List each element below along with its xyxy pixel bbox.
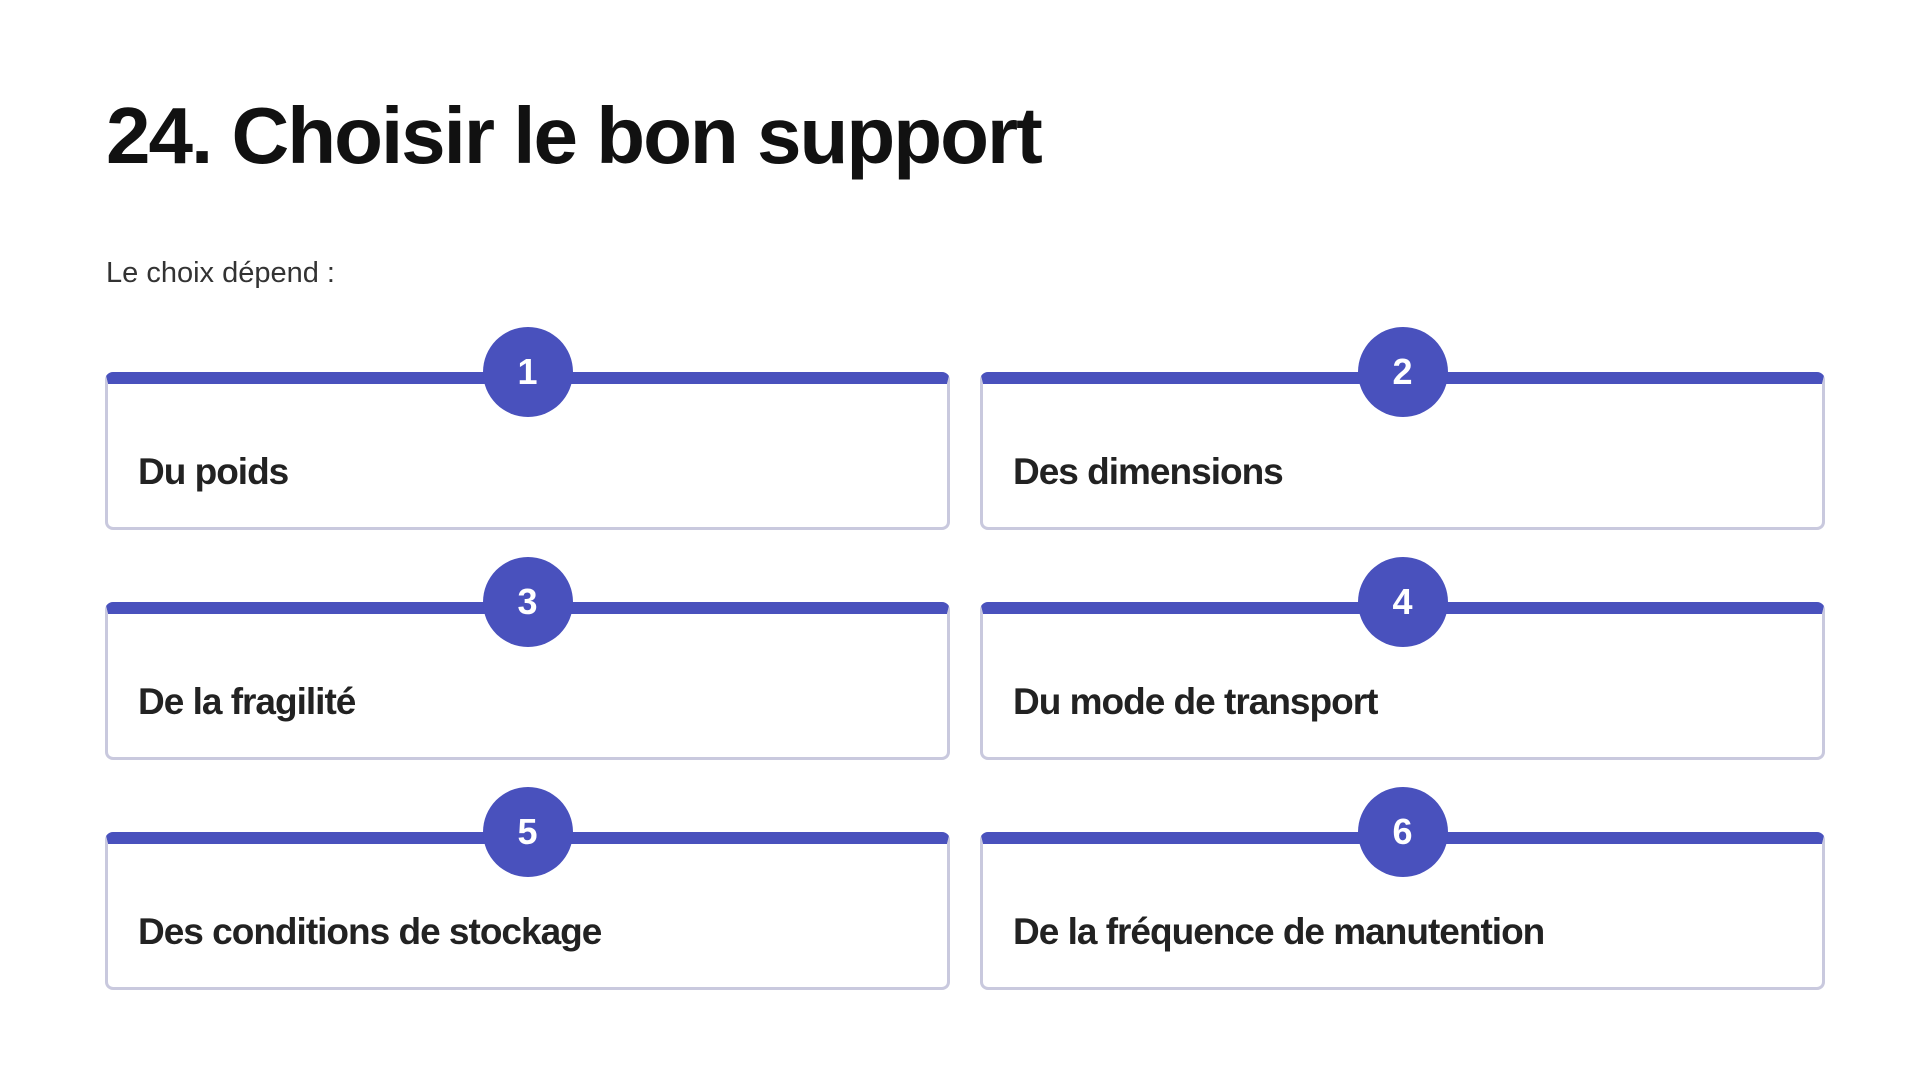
- criteria-label: Du mode de transport: [1013, 681, 1378, 722]
- number-badge: 4: [1357, 557, 1448, 647]
- criteria-card: 5 Des conditions de stockage: [105, 787, 950, 990]
- criteria-card: 3 De la fragilité: [105, 557, 950, 760]
- criteria-label: Des conditions de stockage: [138, 911, 602, 952]
- page-title: 24. Choisir le bon support: [106, 91, 1043, 180]
- criteria-card: 2 Des dimensions: [980, 327, 1825, 530]
- number-badge: 6: [1357, 787, 1448, 877]
- criteria-card: 1 Du poids: [105, 327, 950, 530]
- criteria-grid: 1 Du poids 2 Des dimensions 3 De la frag…: [105, 327, 1825, 990]
- criteria-label: Du poids: [138, 451, 289, 492]
- criteria-card: 4 Du mode de transport: [980, 557, 1825, 760]
- number-badge: 5: [482, 787, 573, 877]
- criteria-card: 6 De la fréquence de manutention: [980, 787, 1825, 990]
- number-badge: 3: [482, 557, 573, 647]
- number-badge: 1: [482, 327, 573, 417]
- criteria-label: De la fréquence de manutention: [1013, 911, 1545, 952]
- criteria-label: De la fragilité: [138, 681, 356, 722]
- criteria-label: Des dimensions: [1013, 451, 1284, 492]
- number-badge: 2: [1357, 327, 1448, 417]
- intro-text: Le choix dépend :: [106, 257, 335, 289]
